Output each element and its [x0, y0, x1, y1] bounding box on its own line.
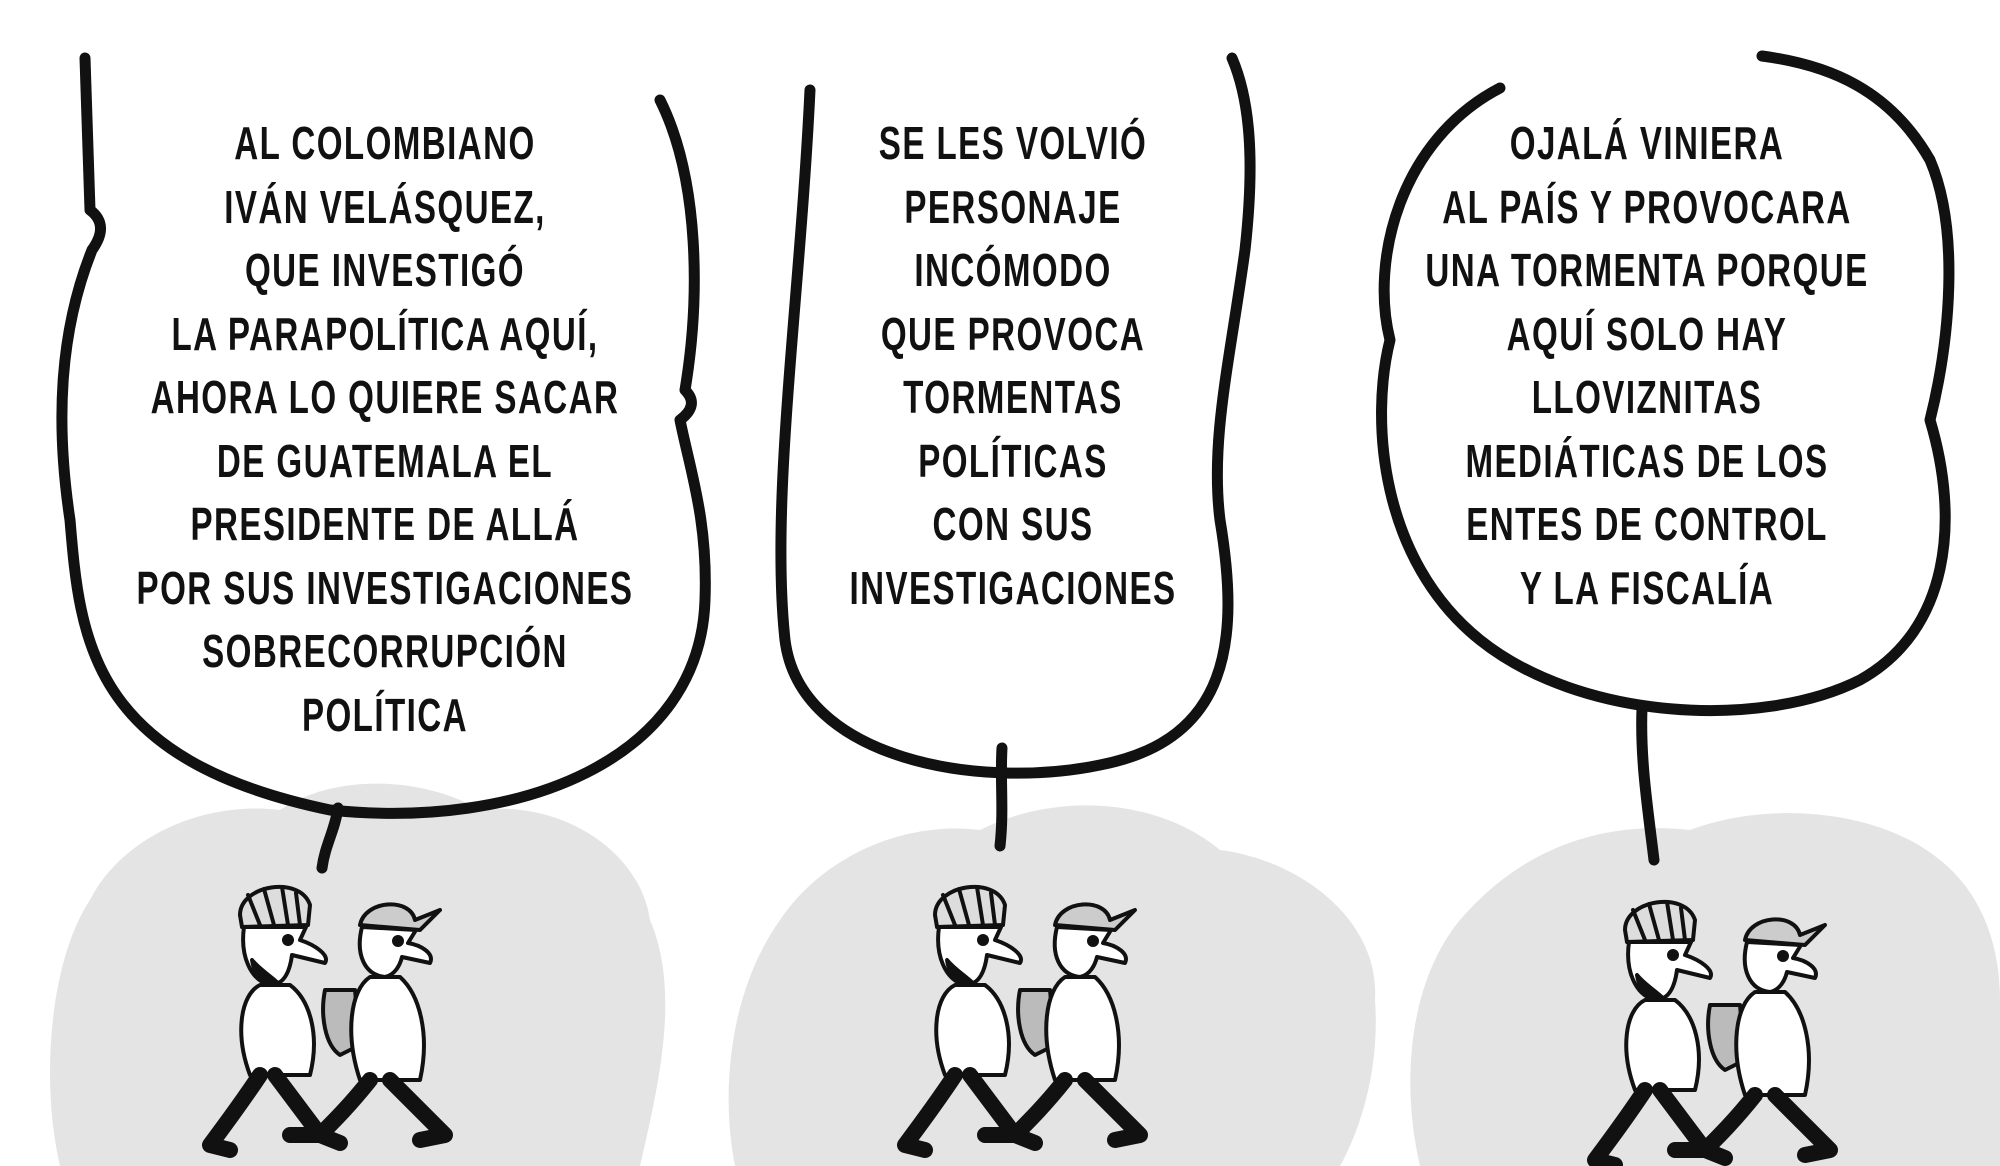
text-line: CON SUS [932, 498, 1094, 550]
speech-text-panel-2: SE LES VOLVIÓ PERSONAJE INCÓMODO QUE PRO… [725, 112, 1301, 620]
text-line: SOBRECORRUPCIÓN [202, 625, 568, 677]
text-line: DE GUATEMALA EL [216, 434, 554, 487]
cloud-3 [1410, 813, 2000, 1166]
text-line: LA PARAPOLÍTICA AQUÍ, [171, 307, 599, 360]
speech-bubble-tail-3 [1636, 702, 1660, 866]
text-line: AL PAÍS Y PROVOCARA [1442, 180, 1852, 233]
speech-bubble-tail-1 [316, 802, 344, 874]
text-line: AQUÍ SOLO HAY [1506, 307, 1788, 360]
text-line: PERSONAJE [904, 180, 1122, 233]
text-line: IVÁN VELÁSQUEZ, [224, 180, 546, 233]
speech-text-panel-1: AL COLOMBIANO IVÁN VELÁSQUEZ, QUE INVEST… [97, 112, 673, 747]
text-line: Y LA FISCALÍA [1519, 561, 1775, 614]
text-line: PRESIDENTE DE ALLÁ [190, 498, 580, 550]
text-line: AL COLOMBIANO [234, 117, 536, 169]
text-line: SE LES VOLVIÓ [878, 117, 1148, 169]
text-line: TORMENTAS [903, 371, 1123, 423]
text-line: POR SUS INVESTIGACIONES [136, 561, 634, 614]
cloud-1 [50, 783, 666, 1166]
speech-text-panel-3: OJALÁ VINIERA AL PAÍS Y PROVOCARA UNA TO… [1359, 112, 1935, 620]
text-line: OJALÁ VINIERA [1509, 117, 1785, 169]
speech-bubble-2 [775, 52, 1256, 779]
speech-bubble-tail-2 [994, 742, 1008, 852]
text-line: LLOVIZNITAS [1531, 371, 1763, 423]
text-line: ENTES DE CONTROL [1466, 498, 1828, 550]
text-line: QUE PROVOCA [880, 307, 1146, 360]
speech-bubble-1 [56, 52, 711, 819]
speech-bubble-3 [1376, 50, 1955, 716]
text-line: MEDIÁTICAS DE LOS [1465, 434, 1829, 487]
text-line: QUE INVESTIGÓ [244, 244, 526, 296]
text-line: POLÍTICAS [918, 434, 1108, 487]
text-line: INCÓMODO [914, 244, 1112, 296]
text-line: AHORA LO QUIERE SACAR [150, 371, 620, 423]
text-line: UNA TORMENTA PORQUE [1425, 244, 1869, 296]
cloud-2 [728, 805, 1376, 1166]
text-line: POLÍTICA [301, 688, 469, 741]
text-line: INVESTIGACIONES [849, 561, 1177, 614]
